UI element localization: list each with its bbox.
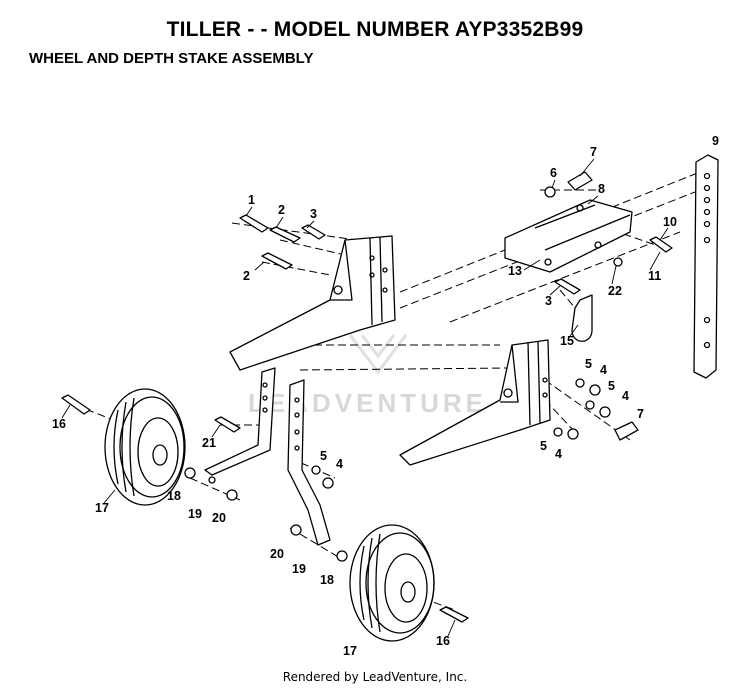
callout-17: 17 bbox=[95, 501, 109, 515]
bolts bbox=[61, 214, 673, 623]
assembly-subtitle: WHEEL AND DEPTH STAKE ASSEMBLY bbox=[29, 50, 314, 67]
leader-lines bbox=[61, 158, 669, 637]
callout-19: 19 bbox=[188, 507, 202, 521]
callout-4c: 4 bbox=[555, 447, 562, 461]
watermark-text: LEADVENTURE bbox=[248, 388, 487, 418]
callout-17b: 17 bbox=[343, 644, 357, 658]
callout-21: 21 bbox=[202, 436, 216, 450]
callout-20b: 20 bbox=[270, 547, 284, 561]
callout-9: 9 bbox=[712, 134, 719, 148]
hitch-pin-clip bbox=[567, 171, 593, 191]
hitch-pin-clip bbox=[614, 421, 639, 441]
callout-5d: 5 bbox=[320, 449, 327, 463]
callout-22: 22 bbox=[608, 284, 622, 298]
callout-7: 7 bbox=[590, 145, 597, 159]
callout-4b: 4 bbox=[622, 389, 629, 403]
left-frame-bracket bbox=[229, 235, 396, 371]
callout-4: 4 bbox=[600, 363, 607, 377]
callout-3: 3 bbox=[310, 207, 317, 221]
callout-8: 8 bbox=[598, 182, 605, 196]
left-wheel-bracket bbox=[204, 367, 276, 484]
callout-2b: 2 bbox=[243, 269, 250, 283]
callout-labels: 1 2 3 2 6 7 8 9 10 11 13 22 3 15 5 4 5 4… bbox=[52, 134, 719, 658]
callout-20: 20 bbox=[212, 511, 226, 525]
callout-19b: 19 bbox=[292, 562, 306, 576]
callout-5c: 5 bbox=[540, 439, 547, 453]
callout-15: 15 bbox=[560, 334, 574, 348]
right-wheel bbox=[349, 524, 435, 642]
callout-4d: 4 bbox=[336, 457, 343, 471]
callout-10: 10 bbox=[663, 215, 677, 229]
callout-13: 13 bbox=[508, 264, 522, 278]
depth-stake bbox=[693, 154, 719, 379]
left-wheel bbox=[104, 388, 186, 506]
callout-7b: 7 bbox=[637, 407, 644, 421]
nuts-and-washers bbox=[184, 186, 623, 562]
callout-16: 16 bbox=[52, 417, 66, 431]
callout-3b: 3 bbox=[545, 294, 552, 308]
render-credit: Rendered by LeadVenture, Inc. bbox=[282, 670, 468, 684]
stake-bracket bbox=[504, 199, 633, 273]
callout-1: 1 bbox=[248, 193, 255, 207]
callout-11: 11 bbox=[648, 269, 661, 283]
right-wheel-bracket bbox=[287, 379, 331, 546]
callout-5b: 5 bbox=[608, 379, 615, 393]
callout-18b: 18 bbox=[320, 573, 334, 587]
callout-18: 18 bbox=[167, 489, 181, 503]
callout-2: 2 bbox=[278, 203, 285, 217]
callout-6: 6 bbox=[550, 166, 557, 180]
callout-5: 5 bbox=[585, 357, 592, 371]
leadventure-watermark-logo bbox=[348, 334, 408, 375]
right-frame-bracket bbox=[399, 339, 551, 466]
hairpin-clip bbox=[571, 294, 593, 342]
callout-16b: 16 bbox=[436, 634, 450, 648]
page-title: TILLER - - MODEL NUMBER AYP3352B99 bbox=[166, 18, 584, 41]
